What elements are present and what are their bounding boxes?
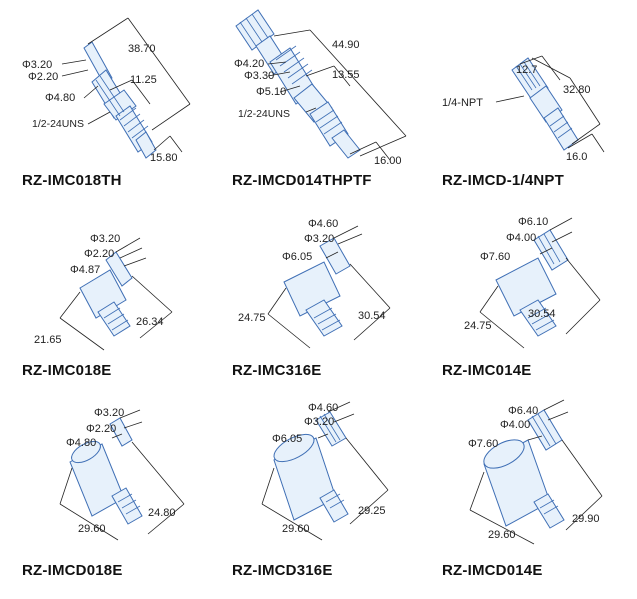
thread-label: 1/2-24UNS	[238, 108, 290, 120]
dim-label: Φ6.40	[508, 405, 538, 417]
product-name: RZ-IMCD014E	[442, 562, 543, 579]
product-name: RZ-IMC014E	[442, 362, 532, 379]
connector-drawing: 12.7 32.80 16.0 1/4-NPT	[442, 55, 605, 163]
dim-label: Φ4.87	[70, 264, 100, 276]
dim-label: 15.80	[150, 152, 178, 164]
dim-label: 32.80	[563, 84, 591, 96]
dim-label: 30.54	[528, 308, 556, 320]
dim-label: 11.25	[130, 74, 157, 86]
dim-label: 29.90	[572, 513, 600, 525]
product-card: Φ4.60 Φ3.20 Φ6.05 24.75 30.54 RZ-IMC316E	[210, 200, 420, 396]
dim-label: Φ4.80	[66, 437, 96, 449]
dim-label: Φ5.10	[256, 86, 286, 98]
product-name: RZ-IMC018TH	[22, 172, 122, 189]
connector-drawing: Φ4.60 Φ3.20 Φ6.05 29.25 29.60	[261, 401, 389, 541]
dim-label: 16.00	[374, 155, 402, 167]
dim-label: 16.0	[566, 151, 587, 163]
dim-label: Φ3.20	[94, 407, 124, 419]
dim-label: 29.25	[358, 505, 386, 517]
dim-label: Φ4.00	[506, 232, 536, 244]
dim-label: 29.60	[282, 523, 310, 535]
connector-drawing: Φ3.20 Φ2.20 Φ4.80 38.70 11.25 15.80 1/2-…	[22, 17, 191, 164]
dim-label: Φ7.60	[468, 438, 498, 450]
dim-label: 38.70	[128, 43, 156, 55]
dim-label: 29.60	[78, 523, 106, 535]
dim-label: 13.55	[332, 69, 360, 81]
product-name: RZ-IMC018E	[22, 362, 112, 379]
product-name: RZ-IMCD-1/4NPT	[442, 172, 564, 189]
dim-label: Φ3.20	[304, 416, 334, 428]
product-card: Φ6.10 Φ4.00 Φ7.60 24.75 30.54 RZ-IMC014E	[420, 200, 630, 396]
dim-label: Φ4.00	[500, 419, 530, 431]
dim-label: Φ3.20	[304, 233, 334, 245]
thread-label: 1/4-NPT	[442, 97, 483, 109]
product-card: Φ3.20 Φ2.20 Φ4.87 26.34 21.65 RZ-IMC018E	[0, 200, 210, 396]
dim-label: Φ3.30	[244, 70, 274, 82]
product-card: Φ4.60 Φ3.20 Φ6.05 29.25 29.60 RZ-IMCD316…	[210, 398, 420, 594]
connector-drawing: Φ3.20 Φ2.20 Φ4.80 24.80 29.60	[59, 407, 185, 541]
dim-label: Φ4.80	[45, 92, 75, 104]
dim-label: 29.60	[488, 529, 516, 541]
dim-label: 24.80	[148, 507, 176, 519]
dim-label: Φ7.60	[480, 251, 510, 263]
dim-label: Φ3.20	[90, 233, 120, 245]
dim-label: Φ2.20	[84, 248, 114, 260]
dim-label: Φ2.20	[86, 423, 116, 435]
connector-drawing: Φ6.10 Φ4.00 Φ7.60 24.75 30.54	[464, 216, 601, 349]
dim-label: Φ4.60	[308, 218, 338, 230]
product-name: RZ-IMCD014THPTF	[232, 172, 372, 189]
thread-label: 1/2-24UNS	[32, 118, 84, 130]
dim-label: Φ6.05	[282, 251, 312, 263]
dim-label: Φ3.20	[22, 59, 52, 71]
connector-drawing: Φ4.20 Φ3.30 Φ5.10 44.90 13.55 16.00 1/2-…	[234, 9, 407, 167]
product-name: RZ-IMC316E	[232, 362, 322, 379]
connector-drawing: Φ3.20 Φ2.20 Φ4.87 26.34 21.65	[34, 233, 173, 351]
dim-label: 24.75	[238, 312, 266, 324]
dim-label: Φ4.60	[308, 402, 338, 414]
product-name: RZ-IMCD316E	[232, 562, 333, 579]
dim-label: 26.34	[136, 316, 164, 328]
product-card: 12.7 32.80 16.0 1/4-NPT RZ-IMCD-1/4NPT	[420, 0, 630, 196]
connector-drawing: Φ4.60 Φ3.20 Φ6.05 24.75 30.54	[238, 218, 391, 349]
product-card: Φ4.20 Φ3.30 Φ5.10 44.90 13.55 16.00 1/2-…	[210, 0, 420, 196]
dim-label: 24.75	[464, 320, 492, 332]
product-card: Φ3.20 Φ2.20 Φ4.80 24.80 29.60 RZ-IMCD018…	[0, 398, 210, 594]
dim-label: Φ2.20	[28, 71, 58, 83]
product-card: Φ6.40 Φ4.00 Φ7.60 29.90 29.60 RZ-IMCD014…	[420, 398, 630, 594]
dim-label: Φ4.20	[234, 58, 264, 70]
dim-label: 44.90	[332, 39, 360, 51]
product-card: Φ3.20 Φ2.20 Φ4.80 38.70 11.25 15.80 1/2-…	[0, 0, 210, 196]
dim-label: Φ6.05	[272, 433, 302, 445]
dim-label: 21.65	[34, 334, 62, 346]
product-name: RZ-IMCD018E	[22, 562, 123, 579]
connector-drawing: Φ6.40 Φ4.00 Φ7.60 29.90 29.60	[468, 399, 603, 545]
dim-label: Φ6.10	[518, 216, 548, 228]
dim-label: 30.54	[358, 310, 386, 322]
dim-label: 12.7	[516, 64, 537, 76]
